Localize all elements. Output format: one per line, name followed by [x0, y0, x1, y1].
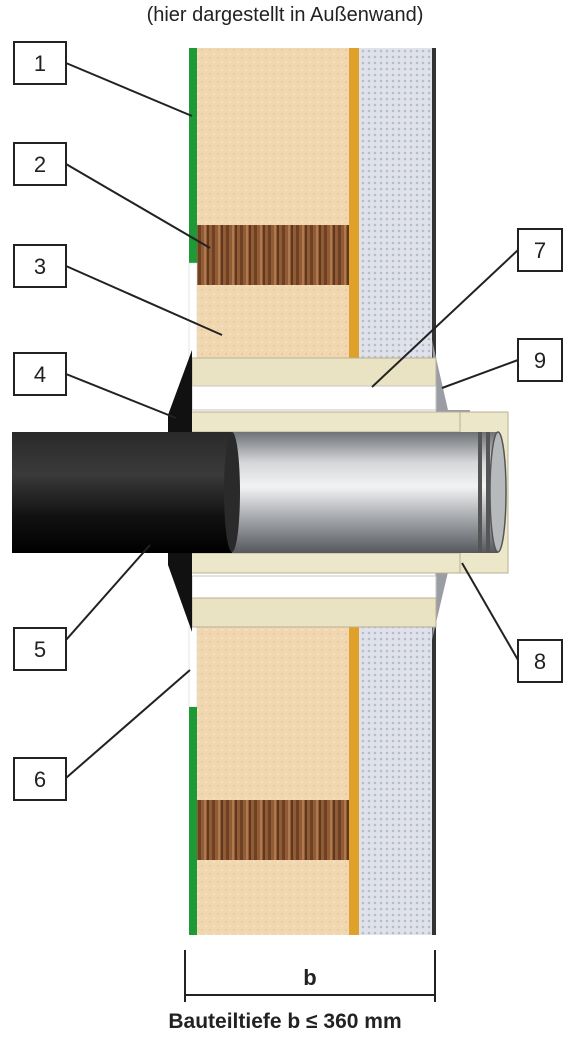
callout-3: 3	[13, 244, 67, 288]
orange-layer-lower	[349, 627, 359, 935]
svg-text:1: 1	[34, 51, 46, 76]
svg-text:9: 9	[534, 348, 546, 373]
eps-upper	[359, 48, 435, 358]
dimension-line	[184, 950, 436, 1002]
insulation-upper	[197, 48, 349, 358]
callout-4: 4	[13, 352, 67, 396]
outer-edge-upper	[432, 48, 436, 358]
callout-8: 8	[517, 639, 563, 683]
collar-outer-top	[432, 340, 470, 415]
callout-5: 5	[13, 627, 67, 671]
collar-outer-bottom	[432, 565, 470, 640]
lower-wall	[188, 626, 436, 935]
wood-beam-lower	[197, 800, 349, 860]
svg-text:2: 2	[34, 152, 46, 177]
eps-lower	[359, 627, 435, 935]
steel-pipe	[232, 432, 498, 553]
wood-beam-upper	[197, 225, 349, 285]
svg-text:8: 8	[534, 649, 546, 674]
pipe-ring-2	[486, 432, 490, 553]
top-caption: (hier dargestellt in Außenwand)	[146, 4, 424, 26]
callout-7: 7	[517, 228, 563, 272]
callout-9: 9	[517, 338, 563, 382]
white-membrane-upper	[188, 262, 198, 359]
svg-text:3: 3	[34, 254, 46, 279]
orange-layer-upper	[349, 48, 359, 358]
pipe-end	[489, 431, 507, 553]
green-membrane-lower	[189, 707, 197, 935]
outer-edge-lower	[432, 627, 436, 935]
upper-wall	[188, 48, 436, 359]
bottom-caption: Bauteiltiefe b ≤ 360 mm	[168, 1010, 402, 1033]
green-membrane-upper	[189, 48, 197, 263]
sleeve-lower-block	[191, 597, 437, 628]
leader-lines	[65, 62, 519, 779]
insulation-lower	[197, 627, 349, 935]
pipe-ring-1	[478, 432, 482, 553]
callout-6: 6	[13, 757, 67, 801]
white-membrane-lower	[188, 626, 198, 708]
svg-text:6: 6	[34, 767, 46, 792]
callout-2: 2	[13, 142, 67, 186]
gap-lower	[191, 575, 437, 599]
gap-upper	[191, 385, 437, 411]
svg-text:4: 4	[34, 362, 46, 387]
dimension-label: b	[303, 965, 316, 990]
svg-text:5: 5	[34, 637, 46, 662]
callout-1: 1	[13, 41, 67, 85]
svg-text:7: 7	[534, 238, 546, 263]
pipe-joint	[224, 432, 240, 552]
sleeve-upper-block	[191, 357, 437, 387]
black-pipe	[12, 432, 237, 553]
